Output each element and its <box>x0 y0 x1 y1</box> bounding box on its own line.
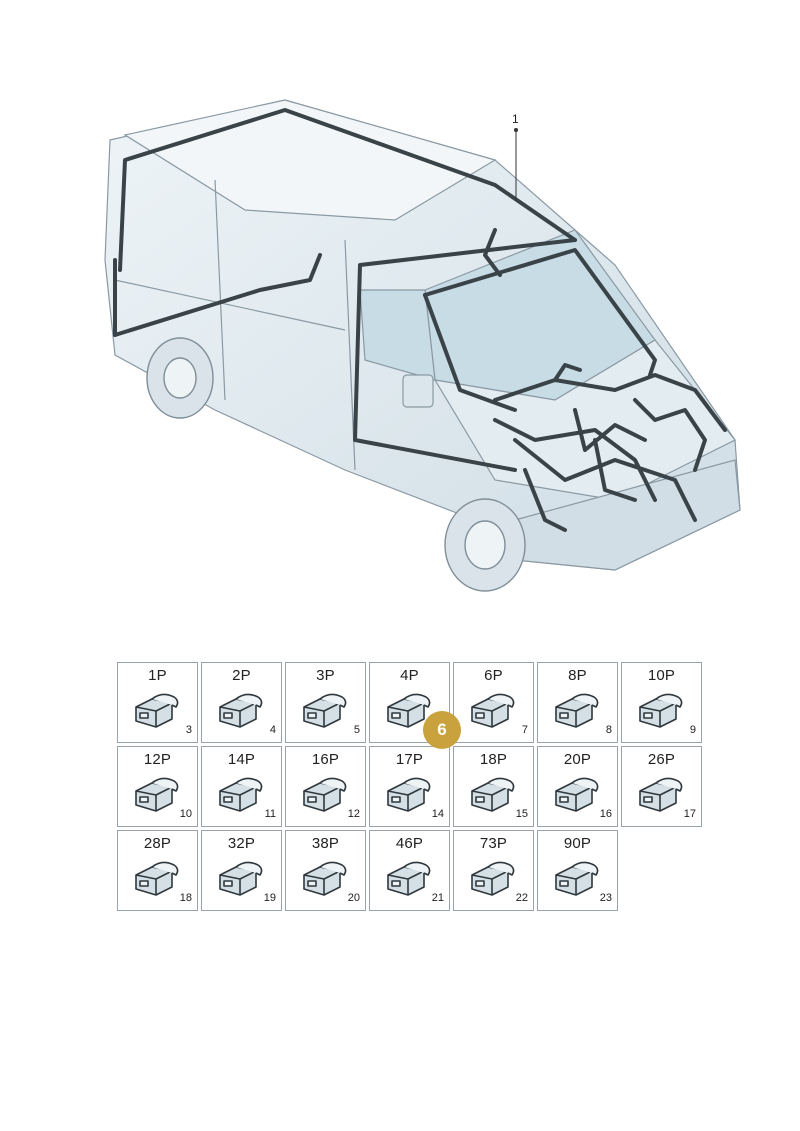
connector-item-number: 12 <box>347 808 360 820</box>
connector-cell: 38P 20 <box>285 830 366 911</box>
connector-icon <box>550 689 602 729</box>
connector-pin-count: 38P <box>311 835 340 852</box>
connector-icon <box>214 773 266 813</box>
connector-pin-count: 4P <box>400 667 419 684</box>
connector-cell: 12P 10 <box>117 746 198 827</box>
connector-cell: 73P 22 <box>453 830 534 911</box>
connector-cell: 2P 4 <box>201 662 282 743</box>
connector-cell: 14P 11 <box>201 746 282 827</box>
connector-item-number: 9 <box>689 724 696 736</box>
connector-icon <box>130 773 182 813</box>
connector-icon <box>634 773 686 813</box>
connector-pin-count: 3P <box>316 667 335 684</box>
connector-cell: 46P 21 <box>369 830 450 911</box>
connector-cell: 32P 19 <box>201 830 282 911</box>
connector-item-number: 23 <box>599 892 612 904</box>
connector-item-number: 10 <box>179 808 192 820</box>
connector-item-number: 5 <box>353 724 360 736</box>
connector-icon <box>214 857 266 897</box>
connector-icon <box>550 773 602 813</box>
connector-cell: 20P 16 <box>537 746 618 827</box>
connector-icon <box>214 689 266 729</box>
connector-item-number: 15 <box>515 808 528 820</box>
connector-item-number: 3 <box>185 724 192 736</box>
connector-item-number: 19 <box>263 892 276 904</box>
connector-pin-count: 28P <box>143 835 172 852</box>
van-wiring-illustration <box>104 99 741 592</box>
connector-icon <box>634 689 686 729</box>
connector-pin-count: 2P <box>232 667 251 684</box>
connector-grid: 1P 3 2P 4 3P 5 4P <box>117 662 702 911</box>
connector-pin-count: 26P <box>647 751 676 768</box>
connector-pin-count: 1P <box>148 667 167 684</box>
connector-pin-count: 73P <box>479 835 508 852</box>
connector-cell: 28P 18 <box>117 830 198 911</box>
connector-icon <box>382 857 434 897</box>
connector-pin-count: 12P <box>143 751 172 768</box>
connector-icon <box>382 689 434 729</box>
connector-cell: 1P 3 <box>117 662 198 743</box>
connector-cell: 90P 23 <box>537 830 618 911</box>
connector-item-number: 22 <box>515 892 528 904</box>
connector-icon <box>466 773 518 813</box>
van-body <box>104 99 741 571</box>
connector-item-number: 18 <box>179 892 192 904</box>
connector-pin-count: 10P <box>647 667 676 684</box>
connector-icon <box>130 857 182 897</box>
connector-icon <box>382 773 434 813</box>
wiring-harness <box>113 108 727 532</box>
connector-icon <box>130 689 182 729</box>
connector-cell: 6P 7 <box>453 662 534 743</box>
connector-pin-count: 32P <box>227 835 256 852</box>
connector-item-number: 8 <box>605 724 612 736</box>
callout-label: 1 <box>512 112 519 126</box>
connector-item-number: 20 <box>347 892 360 904</box>
connector-item-number: 17 <box>683 808 696 820</box>
connector-pin-count: 16P <box>311 751 340 768</box>
connector-cell: 16P 12 <box>285 746 366 827</box>
wheels <box>146 337 526 592</box>
connector-icon <box>298 689 350 729</box>
connector-item-number: 14 <box>431 808 444 820</box>
connector-pin-count: 20P <box>563 751 592 768</box>
connector-icon <box>466 689 518 729</box>
connector-icon <box>550 857 602 897</box>
connector-pin-count: 6P <box>484 667 503 684</box>
connector-item-number: 11 <box>264 808 276 820</box>
connector-icon <box>298 857 350 897</box>
connector-cell: 10P 9 <box>621 662 702 743</box>
connector-pin-count: 8P <box>568 667 587 684</box>
connector-pin-count: 46P <box>395 835 424 852</box>
connector-cell: 26P 17 <box>621 746 702 827</box>
connector-cell: 17P 14 <box>369 746 450 827</box>
connector-pin-count: 90P <box>563 835 592 852</box>
connector-cell: 3P 5 <box>285 662 366 743</box>
connector-icon <box>298 773 350 813</box>
connector-pin-count: 14P <box>227 751 256 768</box>
position-badge: 6 <box>423 711 461 749</box>
connector-pin-count: 17P <box>395 751 424 768</box>
connector-icon <box>466 857 518 897</box>
connector-item-number: 16 <box>599 808 612 820</box>
connector-cell: 18P 15 <box>453 746 534 827</box>
connector-item-number: 21 <box>431 892 444 904</box>
connector-pin-count: 18P <box>479 751 508 768</box>
connector-item-number: 7 <box>521 724 528 736</box>
connector-item-number: 4 <box>269 724 276 736</box>
connector-cell: 8P 8 <box>537 662 618 743</box>
